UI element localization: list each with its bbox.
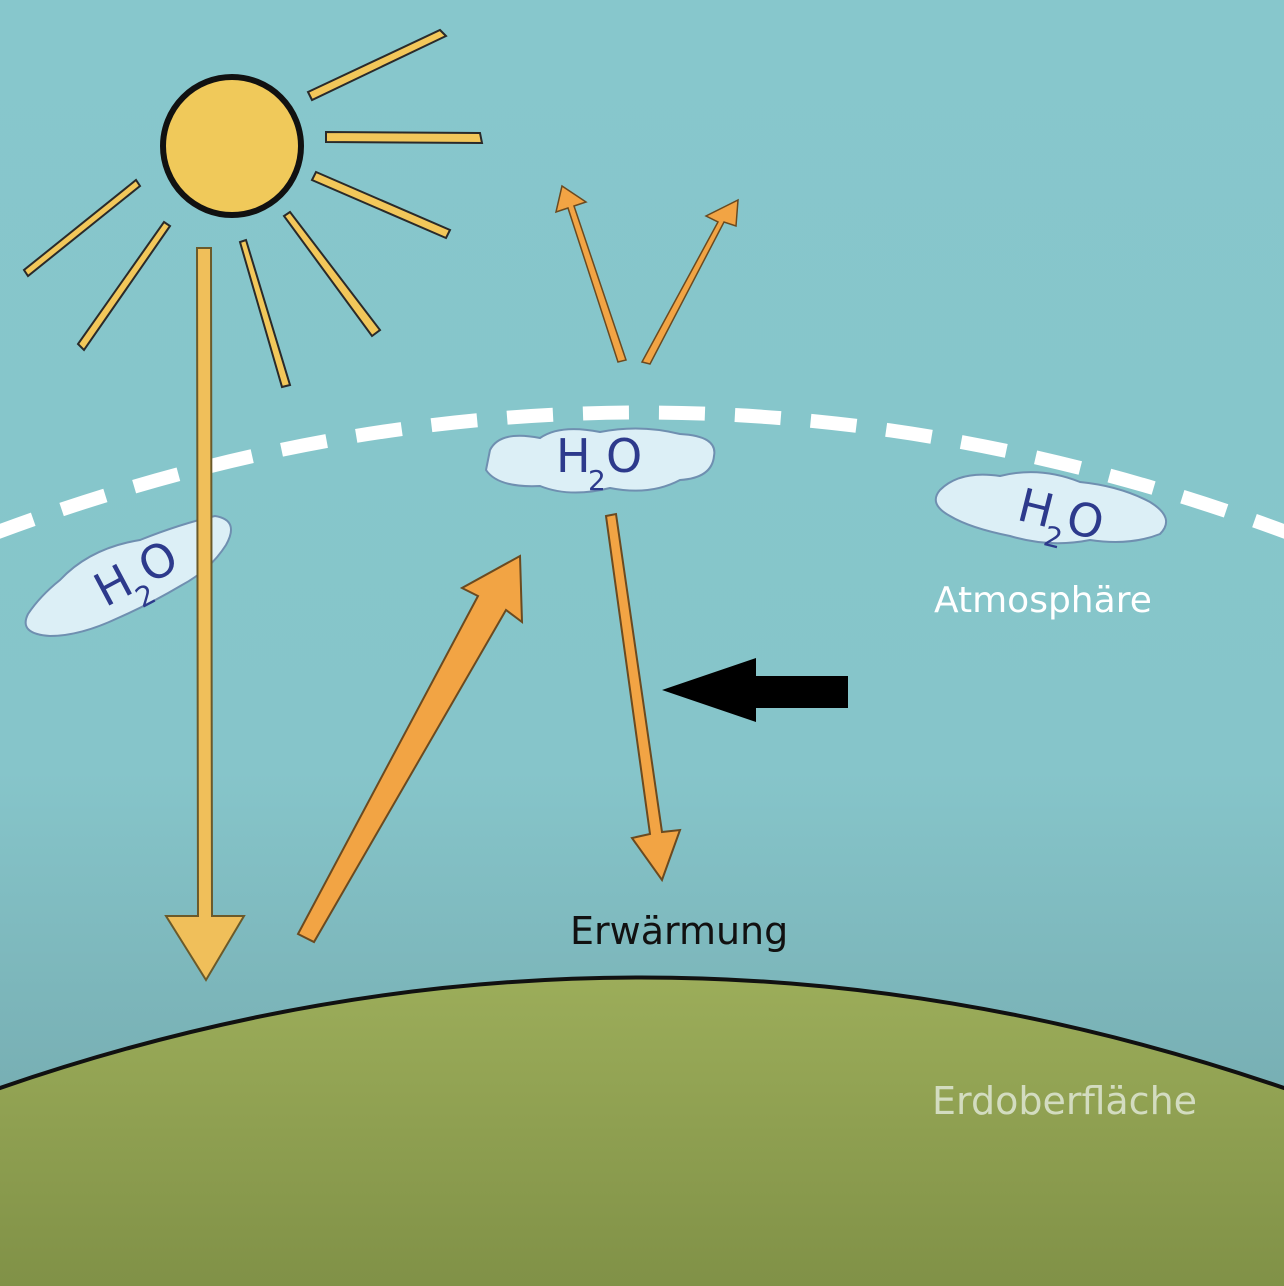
back-radiation-arrow-icon [604,512,682,883]
svg-text:H: H [556,429,591,483]
sun-icon [160,74,304,218]
surface-label: Erdoberfläche [932,1079,1197,1123]
pointer-arrow-icon [662,658,848,722]
svg-text:2: 2 [588,464,606,497]
sun-rays-icon [22,28,484,389]
svg-text:O: O [606,429,642,483]
cloud-icon [24,514,233,638]
h2o-label: H 2 O [556,429,642,497]
cloud-icon [484,427,716,494]
infrared-arrow-icon [296,554,524,944]
atmosphere-label: Atmosphäre [934,580,1152,621]
escape-arrow-icon [554,184,739,365]
sunlight-arrow-icon [164,247,246,982]
warming-label: Erwärmung [570,909,788,953]
cloud-icon [934,471,1168,545]
earth-surface [0,975,1284,1286]
